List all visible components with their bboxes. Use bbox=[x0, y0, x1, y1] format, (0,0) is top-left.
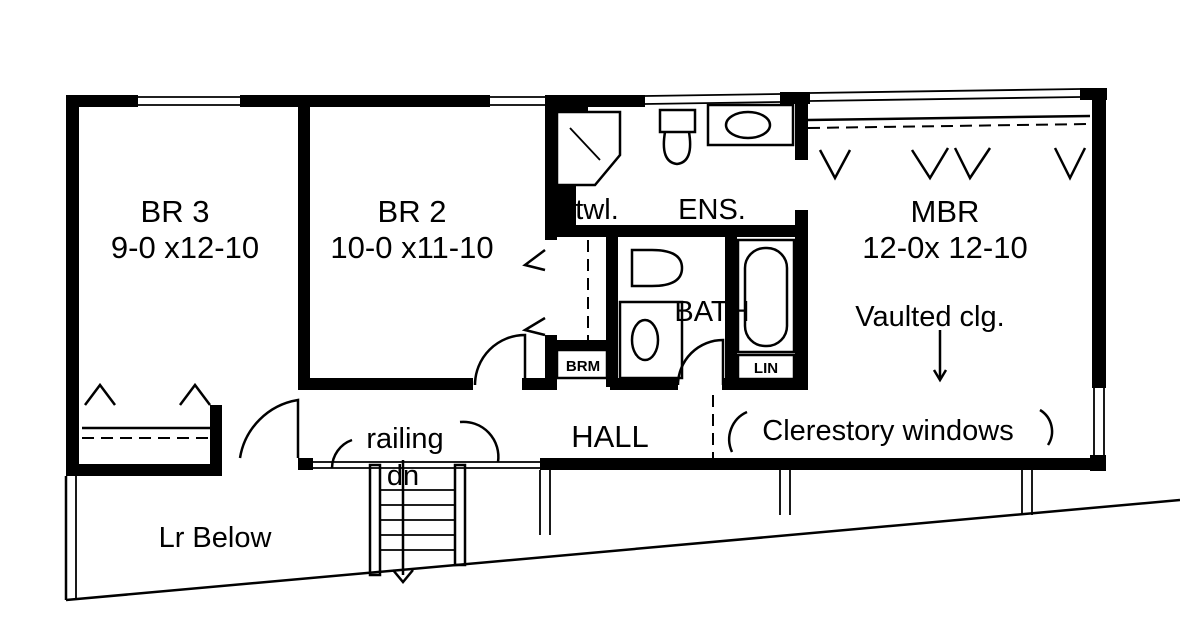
room-size-br2: 10-0 x11-10 bbox=[330, 230, 493, 265]
room-label-broom: BRM bbox=[566, 358, 600, 375]
stairs bbox=[312, 460, 540, 584]
room-label-ensuite: ENS. bbox=[678, 194, 746, 226]
living-room-below-label: Lr Below bbox=[159, 522, 273, 554]
room-note-mbr: Vaulted clg. bbox=[855, 301, 1004, 333]
room-size-br3: 9-0 x12-10 bbox=[111, 230, 259, 265]
railing-label: railing bbox=[366, 423, 443, 455]
room-label-hall: HALL bbox=[571, 419, 649, 454]
doors bbox=[238, 249, 1054, 469]
stair-down-label: dn bbox=[387, 460, 419, 492]
room-label-linen: LIN bbox=[754, 360, 778, 377]
room-label-br2: BR 2 bbox=[378, 194, 447, 229]
room-label-br3: BR 3 bbox=[141, 194, 210, 229]
lower-level-outline bbox=[64, 470, 1180, 602]
room-label-mbr: MBR bbox=[911, 194, 980, 229]
toilet-icon bbox=[630, 248, 684, 288]
room-label-towel: twl. bbox=[575, 194, 619, 226]
sink-icon bbox=[724, 110, 772, 140]
closets bbox=[82, 114, 1091, 439]
fixtures bbox=[555, 103, 796, 381]
walls bbox=[66, 88, 1107, 476]
clerestory-windows-label: Clerestory windows bbox=[762, 415, 1013, 447]
sink-icon bbox=[630, 318, 660, 362]
bathtub-icon bbox=[743, 246, 789, 348]
toilet-icon bbox=[658, 108, 697, 166]
room-label-bath: BATH bbox=[674, 296, 749, 328]
room-size-mbr: 12-0x 12-10 bbox=[862, 230, 1027, 265]
